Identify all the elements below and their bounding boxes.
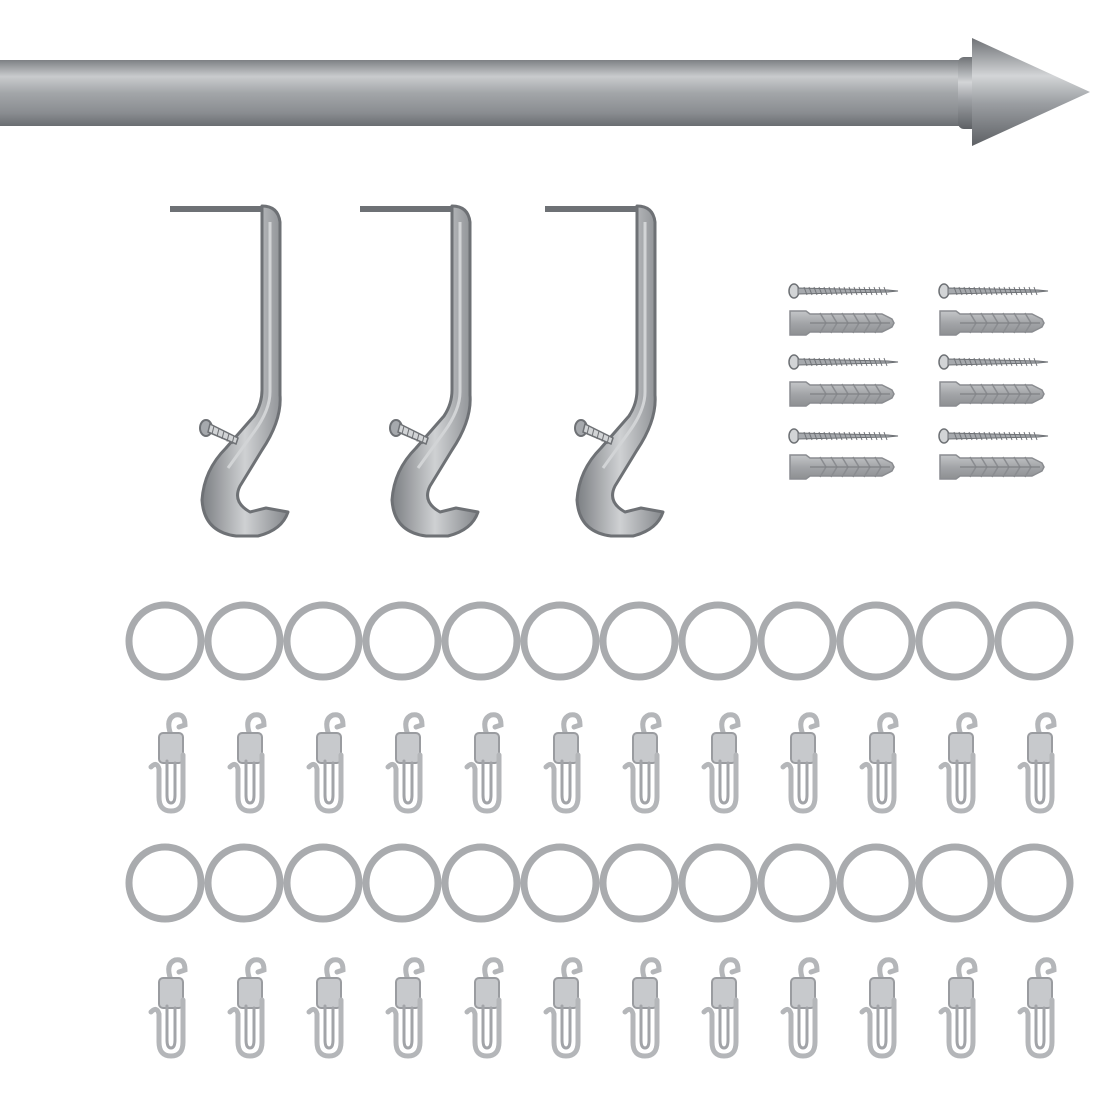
curtain-ring xyxy=(441,601,521,681)
glider-hook xyxy=(780,957,820,1059)
curtain-ring xyxy=(757,601,837,681)
wall-plug xyxy=(789,310,895,336)
screw xyxy=(788,428,899,444)
curtain-ring xyxy=(915,601,995,681)
glider-hook xyxy=(1017,712,1057,814)
wall-plug xyxy=(939,310,1045,336)
ring-group xyxy=(125,601,1074,923)
curtain-ring xyxy=(520,601,600,681)
screw xyxy=(788,354,899,370)
curtain-ring xyxy=(204,843,284,923)
glider-hook xyxy=(385,957,425,1059)
screw xyxy=(938,428,1049,444)
curtain-ring xyxy=(678,843,758,923)
glider-hook xyxy=(543,957,583,1059)
glider-hook xyxy=(622,712,662,814)
curtain-ring xyxy=(757,843,837,923)
bracket-set-screw xyxy=(199,419,239,446)
curtain-ring xyxy=(599,601,679,681)
glider-hook xyxy=(306,957,346,1059)
glider-hook xyxy=(938,957,978,1059)
curtain-ring xyxy=(283,601,363,681)
glider-hook xyxy=(701,712,741,814)
rod-tube xyxy=(0,60,978,126)
wall-bracket xyxy=(170,204,290,538)
glider-hook xyxy=(701,957,741,1059)
curtain-ring xyxy=(599,843,679,923)
bracket-set-screw xyxy=(574,419,614,446)
bracket-group xyxy=(170,204,665,538)
hook-group xyxy=(148,712,1057,1059)
curtain-ring xyxy=(678,601,758,681)
glider-hook xyxy=(227,712,267,814)
glider-hook xyxy=(306,712,346,814)
wall-plug xyxy=(939,454,1045,480)
rod-finial-cone xyxy=(972,38,1090,146)
wall-bracket xyxy=(545,204,665,538)
curtain-ring xyxy=(994,843,1074,923)
curtain-ring xyxy=(915,843,995,923)
wall-bracket xyxy=(360,204,480,538)
curtain-ring xyxy=(520,843,600,923)
screw xyxy=(938,354,1049,370)
screw xyxy=(938,283,1049,299)
curtain-ring xyxy=(204,601,284,681)
bracket-set-screw xyxy=(389,419,429,446)
curtain-ring xyxy=(362,843,442,923)
curtain-ring xyxy=(836,601,916,681)
curtain-ring xyxy=(836,843,916,923)
glider-hook xyxy=(859,957,899,1059)
wall-plug xyxy=(789,454,895,480)
curtain-ring xyxy=(125,601,205,681)
glider-hook xyxy=(859,712,899,814)
glider-hook xyxy=(227,957,267,1059)
curtain-ring xyxy=(362,601,442,681)
curtain-ring xyxy=(125,843,205,923)
curtain-ring xyxy=(994,601,1074,681)
curtain-ring xyxy=(283,843,363,923)
glider-hook xyxy=(1017,957,1057,1059)
screw xyxy=(788,283,899,299)
glider-hook xyxy=(780,712,820,814)
wall-plug xyxy=(939,381,1045,407)
wall-plug xyxy=(789,381,895,407)
glider-hook xyxy=(464,957,504,1059)
glider-hook xyxy=(938,712,978,814)
glider-hook xyxy=(148,957,188,1059)
glider-hook xyxy=(622,957,662,1059)
fixings-group xyxy=(788,283,1049,480)
curtain-ring xyxy=(441,843,521,923)
curtain-rod xyxy=(0,38,1090,146)
glider-hook xyxy=(385,712,425,814)
glider-hook xyxy=(148,712,188,814)
glider-hook xyxy=(464,712,504,814)
glider-hook xyxy=(543,712,583,814)
